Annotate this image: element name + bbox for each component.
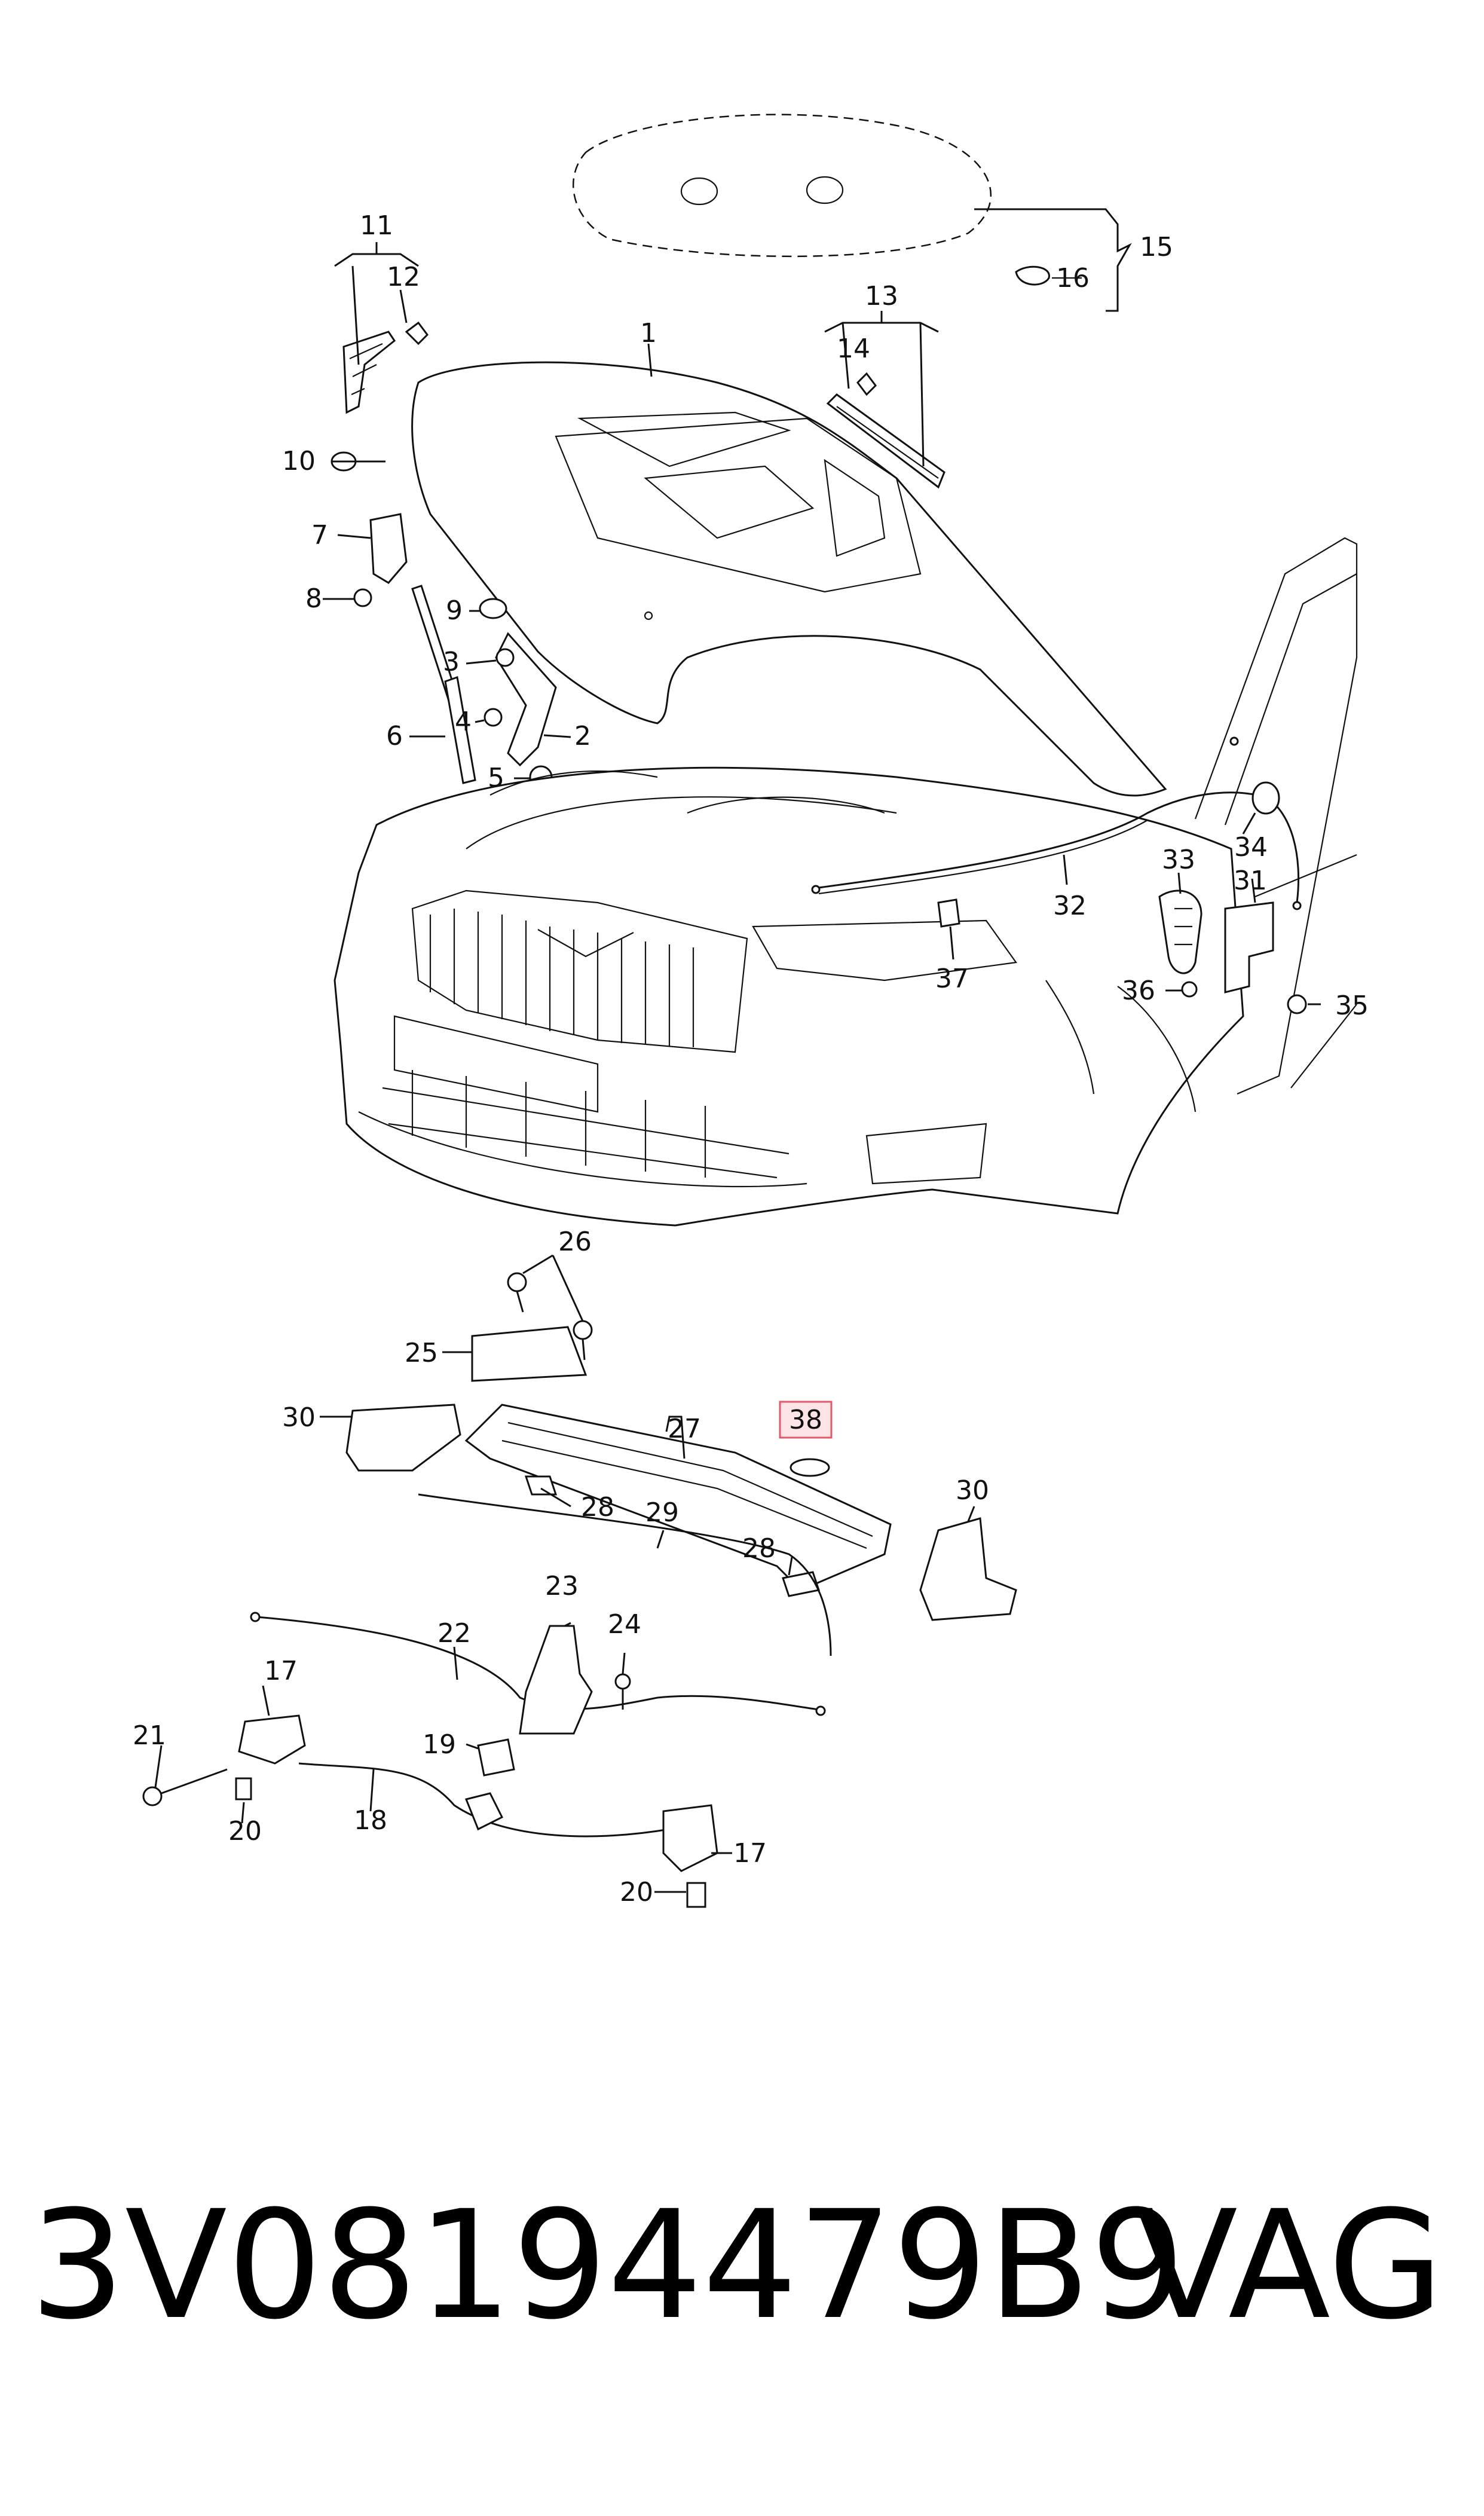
callout: 22	[437, 1618, 471, 1649]
callout: 7	[311, 520, 328, 551]
callout: 12	[387, 262, 420, 292]
seal-strip-left	[342, 331, 396, 414]
callout: 11	[360, 210, 393, 241]
hood-latch-assembly	[142, 1612, 826, 1908]
callout: 31	[1234, 866, 1267, 896]
nut-8	[353, 588, 372, 607]
washer-9	[479, 598, 507, 619]
callout: 17	[733, 1838, 767, 1869]
callout: 21	[133, 1720, 166, 1751]
callout: 25	[405, 1338, 438, 1368]
callout: 5	[488, 763, 504, 793]
callout: 32	[1053, 891, 1087, 921]
callout: 9	[446, 595, 463, 626]
callout: 16	[1056, 263, 1090, 294]
release-cable	[818, 791, 1299, 903]
gas-strut	[411, 585, 476, 784]
callout-leaders	[154, 242, 1321, 1893]
callout: 4	[455, 707, 472, 737]
callout-numbers: 1 2 3 4 5 6 7 8 9 10 11 12 13 14 15 16 1…	[133, 210, 1369, 1907]
callout: 3	[443, 647, 460, 677]
release-handle-33	[1158, 889, 1203, 974]
callout: 14	[837, 334, 870, 364]
callout: 2	[574, 721, 591, 751]
callout: 28	[581, 1492, 614, 1523]
bracket-31	[1224, 901, 1274, 993]
car-front-body	[333, 766, 1244, 1227]
highlight-box	[779, 1401, 833, 1439]
callout: 27	[668, 1414, 701, 1444]
callout: 30	[282, 1402, 316, 1433]
hood-lock-7	[369, 513, 408, 584]
callout: 8	[305, 583, 322, 614]
callout: 33	[1162, 845, 1195, 875]
callout: 37	[935, 964, 969, 994]
callout: 35	[1335, 990, 1369, 1021]
callout: 6	[386, 721, 403, 751]
callout: 15	[1140, 232, 1173, 262]
callout: 20	[228, 1816, 262, 1847]
cowl-parts	[345, 1272, 1017, 1656]
clip-14	[856, 372, 877, 396]
part-number-footer: 3V08194479B9 VAG	[30, 2176, 1464, 2355]
callout: 1	[640, 318, 657, 348]
hood	[411, 361, 1167, 797]
highlighted-callout: 38	[789, 1405, 822, 1435]
callout: 30	[956, 1475, 989, 1506]
callout: 24	[608, 1609, 641, 1640]
grommet-34	[1252, 781, 1280, 815]
callout: 28	[742, 1533, 776, 1564]
callout: 10	[282, 446, 316, 476]
brand-label: VAG	[1136, 2178, 1444, 2352]
callout: 13	[865, 281, 898, 311]
callout: 18	[354, 1805, 387, 1836]
callout: 17	[264, 1656, 298, 1686]
callout: 29	[645, 1497, 679, 1528]
callout: 34	[1234, 832, 1268, 863]
callout: 36	[1122, 976, 1155, 1006]
hood-insulation-pad	[573, 114, 1050, 286]
callout: 20	[620, 1877, 653, 1907]
part-number: 3V08194479B9	[30, 2178, 1186, 2352]
callout: 23	[545, 1571, 579, 1601]
callout: 19	[423, 1729, 456, 1760]
clip-12	[405, 321, 429, 346]
seal-strip-right	[826, 393, 946, 489]
callout: 26	[558, 1227, 592, 1257]
clip-37	[937, 898, 960, 928]
door-frame	[1194, 537, 1358, 1095]
